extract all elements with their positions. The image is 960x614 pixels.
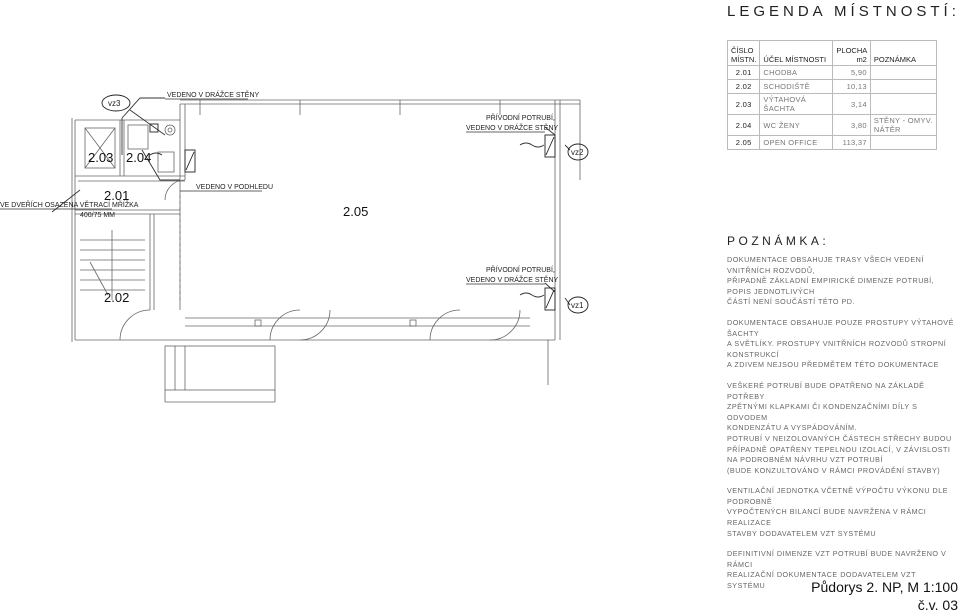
room-label-2-04: 2.04: [126, 150, 151, 165]
annotation-grille-line1: VE DVEŘÍCH OSAZENA VĚTRACÍ MŘÍŽKA: [0, 200, 139, 209]
note-paragraph: VENTILAČNÍ JEDNOTKA VČETNĚ VÝPOČTU VÝKON…: [727, 486, 948, 538]
room-purpose: CHODBA: [759, 65, 834, 80]
annotation-grille-line2: 400/75 MM: [80, 212, 115, 219]
vzt1-marker: [567, 296, 589, 314]
room-number: 2.05: [726, 135, 761, 150]
room-area: 10,13: [832, 79, 871, 94]
legend-header-area: PLOCHA m2: [832, 40, 871, 66]
room-note: [869, 93, 938, 115]
vzt1-label: vz1: [571, 301, 584, 310]
annotation-ceiling: VEDENO V PODHLEDU: [196, 184, 273, 191]
room-number: 2.01: [726, 65, 761, 80]
room-note: [869, 65, 938, 80]
room-purpose: SCHODIŠTĚ: [759, 79, 834, 94]
vzt3-label: vz3: [108, 99, 121, 108]
note-paragraph: DOKUMENTACE OBSAHUJE TRASY VŠECH VEDENÍ …: [727, 255, 935, 307]
legend-header-note: POZNÁMKA: [869, 40, 938, 66]
room-note: [869, 79, 938, 94]
legend-header-row: ČÍSLO MÍSTN. ÚČEL MÍSTNOSTI PLOCHA m2 PO…: [726, 40, 938, 66]
vzt2-label: vz2: [571, 148, 584, 157]
note-paragraph: VEŠKERÉ POTRUBÍ BUDE OPATŘENO NA ZÁKLADĚ…: [727, 380, 952, 475]
table-row: 2.04 WC ŽENY 3,80 STĚNY - OMYV. NÁTĚR: [726, 114, 938, 136]
room-area: 5,90: [832, 65, 871, 80]
drawing-sheet-number: č.v. 03: [917, 597, 958, 613]
notes-title: POZNÁMKA:: [727, 234, 830, 248]
notes-body: DOKUMENTACE OBSAHUJE TRASY VŠECH VEDENÍ …: [727, 255, 955, 602]
table-row: 2.01 CHODBA 5,90: [726, 65, 938, 80]
room-note: STĚNY - OMYV. NÁTĚR: [869, 114, 938, 136]
room-label-2-05: 2.05: [343, 204, 368, 219]
room-number: 2.04: [726, 114, 761, 136]
room-label-2-01: 2.01: [104, 188, 129, 203]
floor-plan: vz3 vz2 vz1 2.03 2.04 2.01 2.05 2.02 VED…: [0, 90, 589, 403]
table-row: 2.02 SCHODIŠTĚ 10,13: [726, 79, 938, 94]
vzt-symbols: [101, 94, 589, 314]
room-area: 113,37: [832, 135, 871, 150]
legend-title: LEGENDA MÍSTNOSTÍ:: [727, 3, 960, 20]
annotation-supply-1-line2: VEDENO V DRÁŽCE STĚNY: [466, 123, 559, 132]
room-legend-table: ČÍSLO MÍSTN. ÚČEL MÍSTNOSTI PLOCHA m2 PO…: [726, 40, 938, 150]
room-purpose: WC ŽENY: [759, 114, 834, 136]
table-row: 2.05 OPEN OFFICE 113,37: [726, 135, 938, 150]
legend-header-purpose: ÚČEL MÍSTNOSTI: [759, 40, 834, 66]
room-purpose: VÝTAHOVÁ ŠACHTA: [759, 93, 834, 115]
vzt2-marker: [567, 143, 589, 161]
room-note: [869, 135, 938, 150]
legend-header-number: ČÍSLO MÍSTN.: [726, 40, 761, 66]
room-area: 3,80: [832, 114, 871, 136]
note-paragraph: DOKUMENTACE OBSAHUJE POUZE PROSTUPY VÝTA…: [727, 317, 954, 370]
room-label-2-03: 2.03: [88, 150, 113, 165]
room-label-2-02: 2.02: [104, 290, 129, 305]
table-row: 2.03 VÝTAHOVÁ ŠACHTA 3,14: [726, 93, 938, 115]
annotation-supply-2-line2: VEDENO V DRÁŽCE STĚNY: [466, 275, 559, 284]
annotation-supply-1-line1: PŘÍVODNÍ POTRUBÍ,: [486, 113, 555, 122]
drawing-title: Půdorys 2. NP, M 1:100: [811, 579, 958, 595]
room-number: 2.03: [726, 93, 761, 115]
note-paragraph: DEFINITIVNÍ DIMENZE VZT POTRUBÍ BUDE NAV…: [727, 549, 947, 591]
room-number: 2.02: [726, 79, 761, 94]
vzt3-marker: [101, 94, 131, 112]
room-purpose: OPEN OFFICE: [759, 135, 834, 150]
annotation-supply-2-line1: PŘÍVODNÍ POTRUBÍ,: [486, 265, 555, 274]
annotation-wall-groove: VEDENO V DRÁŽCE STĚNY: [167, 90, 260, 99]
room-area: 3,14: [832, 93, 871, 115]
